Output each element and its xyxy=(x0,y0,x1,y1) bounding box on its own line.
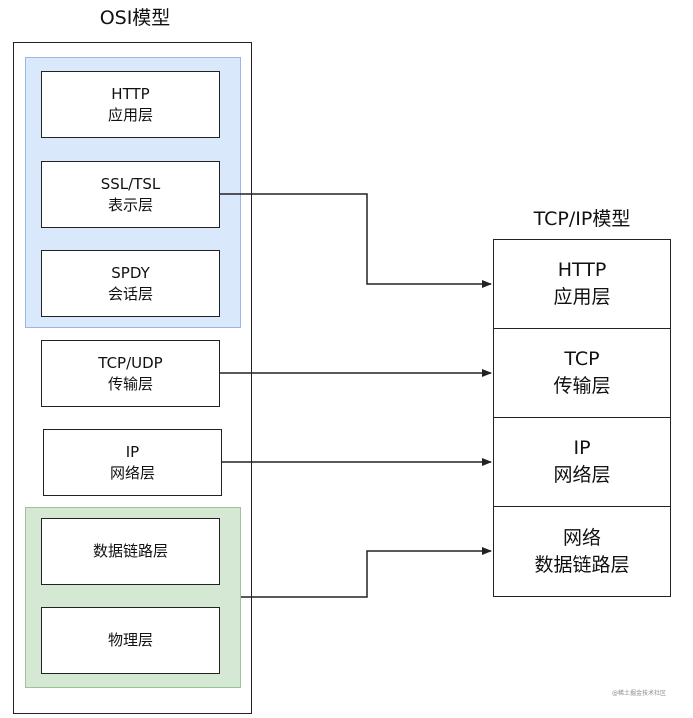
tcpip-network-layer-name: IP xyxy=(573,437,591,460)
tcpip-transport-layer: TCP 传输层 xyxy=(494,329,670,417)
osi-network-layer-name: IP xyxy=(125,443,140,462)
osi-presentation-layer-name: SSL/TSL xyxy=(100,175,161,194)
osi-application-layer-cn: 应用层 xyxy=(107,105,153,124)
tcpip-link-layer-name: 网络 xyxy=(562,526,601,549)
osi-title: OSI模型 xyxy=(99,7,171,29)
osi-transport-layer-name: TCP/UDP xyxy=(98,354,163,373)
tcpip-network-layer-cn: 网络层 xyxy=(553,464,611,486)
osi-presentation-layer-cn: 表示层 xyxy=(107,195,153,214)
watermark: @稀土掘金技术社区 xyxy=(612,690,667,697)
osi-datalink-layer-cn: 数据链路层 xyxy=(92,542,168,561)
osi-network-layer: IP 网络层 xyxy=(43,429,222,496)
tcpip-divider-3 xyxy=(494,506,670,507)
tcpip-application-layer-cn: 应用层 xyxy=(553,286,611,308)
tcpip-model-stack: HTTP 应用层 TCP 传输层 IP 网络层 网络 数据链路层 xyxy=(493,239,671,597)
osi-session-layer-name: SPDY xyxy=(111,264,150,283)
tcpip-application-layer: HTTP 应用层 xyxy=(494,240,670,328)
osi-physical-layer-cn: 物理层 xyxy=(107,631,153,650)
osi-application-layer: HTTP 应用层 xyxy=(41,71,220,138)
tcpip-divider-1 xyxy=(494,328,670,329)
osi-transport-layer-cn: 传输层 xyxy=(107,374,153,393)
tcpip-divider-2 xyxy=(494,417,670,418)
osi-session-layer-cn: 会话层 xyxy=(107,284,153,303)
connector-presentation-to-application xyxy=(220,193,492,288)
osi-transport-layer: TCP/UDP 传输层 xyxy=(41,340,220,407)
osi-session-layer: SPDY 会话层 xyxy=(41,250,220,317)
osi-datalink-layer: 数据链路层 xyxy=(41,518,220,585)
osi-physical-layer: 物理层 xyxy=(41,607,220,674)
tcpip-link-layer: 网络 数据链路层 xyxy=(494,507,670,596)
tcpip-title: TCP/IP模型 xyxy=(533,208,631,230)
tcpip-link-layer-cn: 数据链路层 xyxy=(534,553,630,576)
tcpip-transport-layer-name: TCP xyxy=(564,348,600,371)
tcpip-application-layer-name: HTTP xyxy=(557,259,607,282)
tcpip-network-layer: IP 网络层 xyxy=(494,418,670,506)
osi-presentation-layer: SSL/TSL 表示层 xyxy=(41,161,220,228)
tcpip-transport-layer-cn: 传输层 xyxy=(553,375,611,397)
osi-application-layer-name: HTTP xyxy=(111,85,150,104)
connector-datalink-to-link xyxy=(241,547,492,598)
osi-network-layer-cn: 网络层 xyxy=(109,463,155,482)
